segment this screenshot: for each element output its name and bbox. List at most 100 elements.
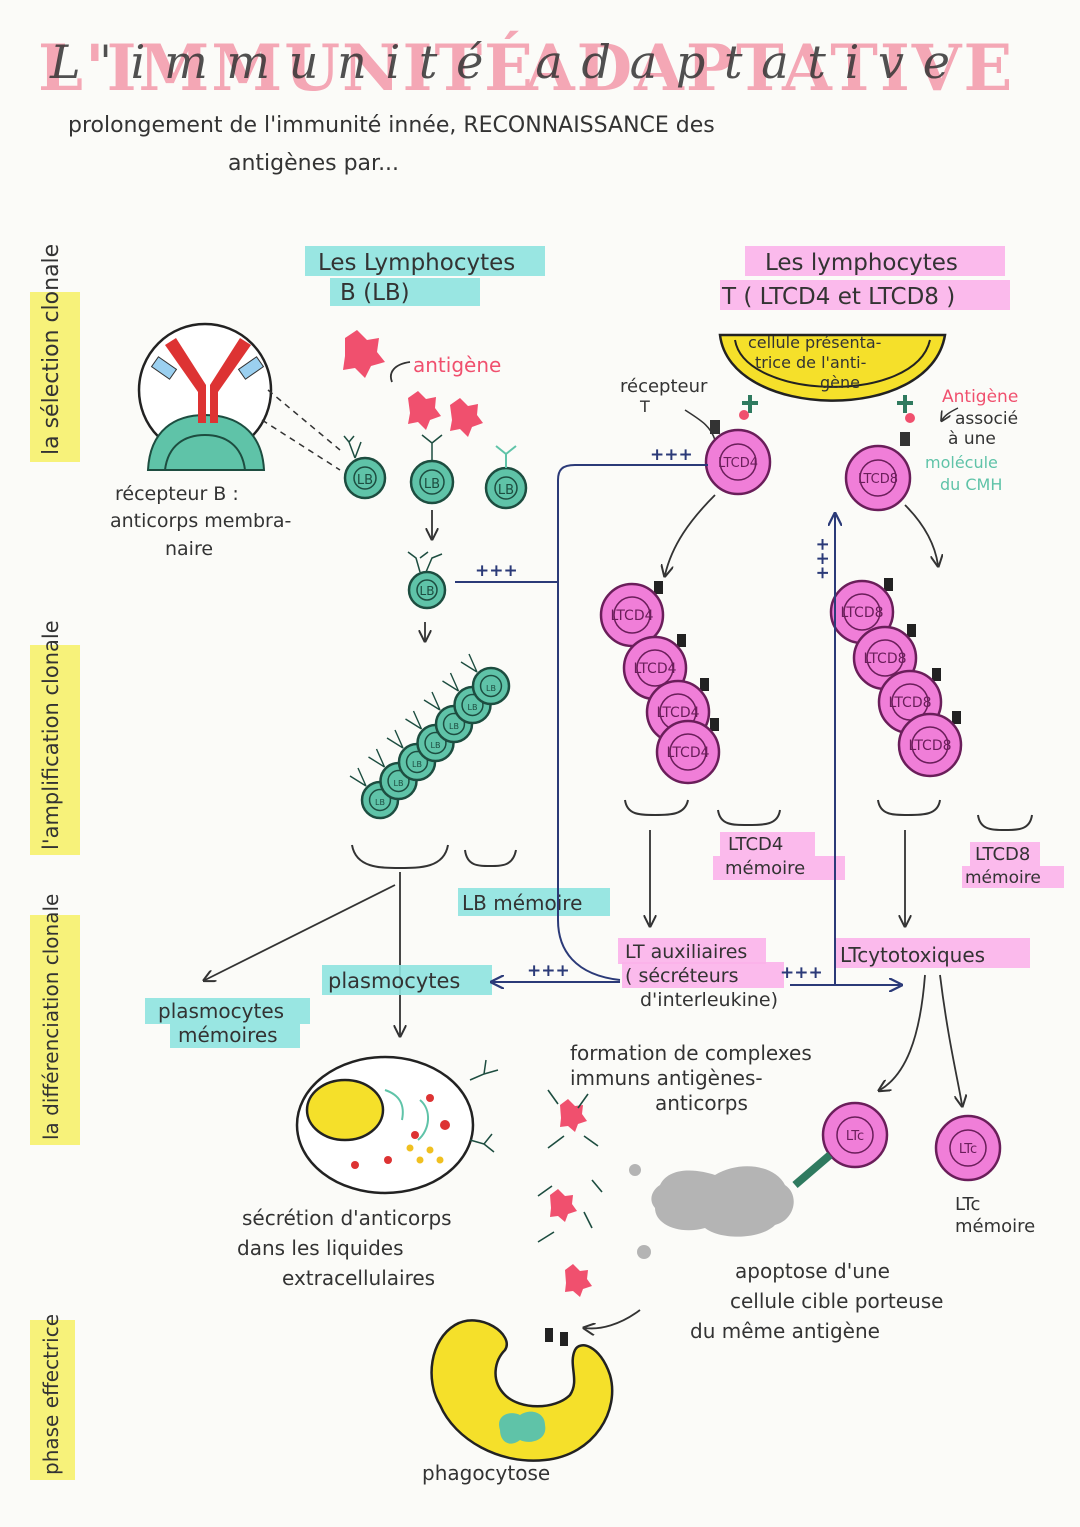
interleukin-signals	[455, 464, 900, 985]
lb-header1: Les Lymphocytes	[318, 250, 515, 276]
svg-text:LB: LB	[449, 722, 459, 731]
antigen-cmh-label2: associé	[955, 409, 1018, 429]
svg-text:LB: LB	[420, 584, 435, 598]
ltcd8-cell: LTCD8	[844, 432, 912, 512]
apoptose-label2: cellule cible porteuse	[730, 1289, 943, 1313]
complex-label3: anticorps	[655, 1091, 748, 1115]
cpa-label1: cellule présenta-	[748, 333, 881, 352]
antigen-cmh-label1: Antigène	[942, 387, 1018, 407]
svg-text:LB: LB	[486, 684, 496, 693]
antigen-cmh-label5: du CMH	[940, 475, 1002, 494]
complex-label2: immuns antigènes-	[570, 1066, 763, 1090]
receptor-b-label2: anticorps membra-	[110, 510, 291, 532]
svg-text:LB: LB	[394, 779, 404, 788]
signal-plus: +++	[780, 963, 823, 983]
lb-cell-activated: LB	[407, 551, 447, 610]
apoptose-label3: du même antigène	[690, 1319, 880, 1343]
antigen-presenting-cell	[718, 333, 947, 423]
lt-auxiliaires-label3: d'interleukine)	[640, 989, 778, 1011]
svg-text:LTCD4: LTCD4	[610, 608, 653, 624]
phase-differentiation: la différenciation clonale	[39, 894, 63, 1140]
ltc-memory-cell: LTc	[934, 1114, 1002, 1182]
receptor-t-label2: T	[639, 397, 650, 416]
lb-clone-cell: LB	[471, 666, 511, 706]
svg-text:LB: LB	[357, 473, 373, 488]
lb-cell: LB	[408, 391, 483, 505]
ltcd4-memory-label2: mémoire	[725, 858, 805, 879]
immune-complexes	[537, 1089, 603, 1297]
phase-labels: la sélection clonale l'amplification clo…	[30, 244, 80, 1480]
secretion-label1: sécrétion d'anticorps	[242, 1206, 452, 1230]
ltc-cell: LTc	[792, 1101, 889, 1189]
ltcd4-cell: LTCD4	[704, 420, 772, 496]
lt-cytotoxiques-label: LTcytotoxiques	[840, 943, 985, 967]
lt-auxiliaires-label1: LT auxiliaires	[625, 941, 747, 963]
cpa-label3: gène	[820, 373, 860, 392]
svg-text:LTc: LTc	[846, 1129, 864, 1144]
title-part2: ADAPTATIVE	[524, 31, 1014, 106]
svg-text:LTCD4: LTCD4	[656, 705, 699, 721]
antigen-cmh-label4: molécule	[925, 453, 998, 472]
phagocyte-cell	[430, 1319, 614, 1462]
target-cell-apoptosis	[629, 1164, 794, 1259]
title-part1: L'IMMUNITÉ	[38, 31, 535, 106]
phase-amplification: l'amplification clonale	[39, 620, 63, 850]
lb-cell: LB	[343, 435, 387, 500]
lb-memory-label: LB mémoire	[462, 891, 582, 915]
svg-text:LTCD4: LTCD4	[633, 661, 676, 677]
signal-plus: +++	[650, 445, 693, 465]
cpa-label2: trice de l'anti-	[755, 353, 866, 372]
lt-header2: T ( LTCD4 et LTCD8 )	[721, 284, 955, 310]
antigen-cmh-label3: à une	[948, 429, 996, 449]
ltcd8-clone-cell: LTCD8	[897, 712, 963, 778]
svg-text:LTCD8: LTCD8	[863, 651, 906, 667]
lb-cell: LB	[484, 445, 528, 510]
ltc-memory-label1: LTc	[955, 1194, 980, 1215]
signal-plus: +++	[527, 961, 570, 981]
lt-auxiliaires-label2: ( sécréteurs	[625, 965, 738, 987]
svg-text:LB: LB	[412, 760, 422, 769]
signal-plus: +++	[475, 561, 518, 581]
intro-line1: prolongement de l'immunité innée, RECONN…	[68, 113, 715, 138]
receptor-b-label3: naire	[165, 538, 213, 560]
lb-header2: B (LB)	[340, 280, 410, 306]
svg-text:LB: LB	[498, 483, 514, 498]
signal-plus: +++	[813, 537, 833, 580]
ltcd8-memory-label2: mémoire	[965, 868, 1041, 888]
svg-text:LTCD4: LTCD4	[666, 745, 709, 761]
svg-text:LTCD8: LTCD8	[858, 472, 898, 487]
receptor-b-label1: récepteur B :	[115, 483, 239, 505]
antigen-label: antigène	[413, 353, 501, 377]
ltcd4-memory-label1: LTCD4	[728, 834, 783, 855]
svg-text:LB: LB	[468, 703, 478, 712]
complex-label1: formation de complexes	[570, 1041, 812, 1065]
svg-text:LTCD8: LTCD8	[908, 738, 951, 754]
phase-selection: la sélection clonale	[39, 244, 64, 455]
ltc-memory-label2: mémoire	[955, 1216, 1035, 1237]
plasmocyte-cell	[295, 1055, 499, 1195]
svg-text:LTc: LTc	[959, 1142, 977, 1157]
secretion-label2: dans les liquides	[237, 1236, 404, 1260]
lt-header1: Les lymphocytes	[765, 250, 958, 276]
intro-line2: antigènes par...	[228, 151, 399, 176]
phagocytose-label: phagocytose	[422, 1461, 550, 1485]
svg-text:LB: LB	[424, 477, 440, 492]
plasmocytes-memoires-label1: plasmocytes	[158, 999, 284, 1023]
receptor-t-label1: récepteur	[620, 376, 708, 397]
apoptose-label1: apoptose d'une	[735, 1259, 890, 1283]
phase-effectrice: phase effectrice	[39, 1314, 63, 1475]
svg-text:LTCD4: LTCD4	[718, 456, 758, 471]
svg-text:LB: LB	[375, 798, 385, 807]
svg-text:LTCD8: LTCD8	[840, 605, 883, 621]
receptor-b-zoom	[137, 322, 341, 471]
svg-text:LTCD8: LTCD8	[888, 695, 931, 711]
ltcd8-memory-label1: LTCD8	[975, 844, 1030, 865]
antigen-icon	[343, 330, 385, 378]
ltcd4-clone-cell: LTCD4	[655, 719, 721, 785]
title: L'IMMUNITÉ ADAPTATIVE L'immunité adaptat…	[38, 31, 1014, 106]
